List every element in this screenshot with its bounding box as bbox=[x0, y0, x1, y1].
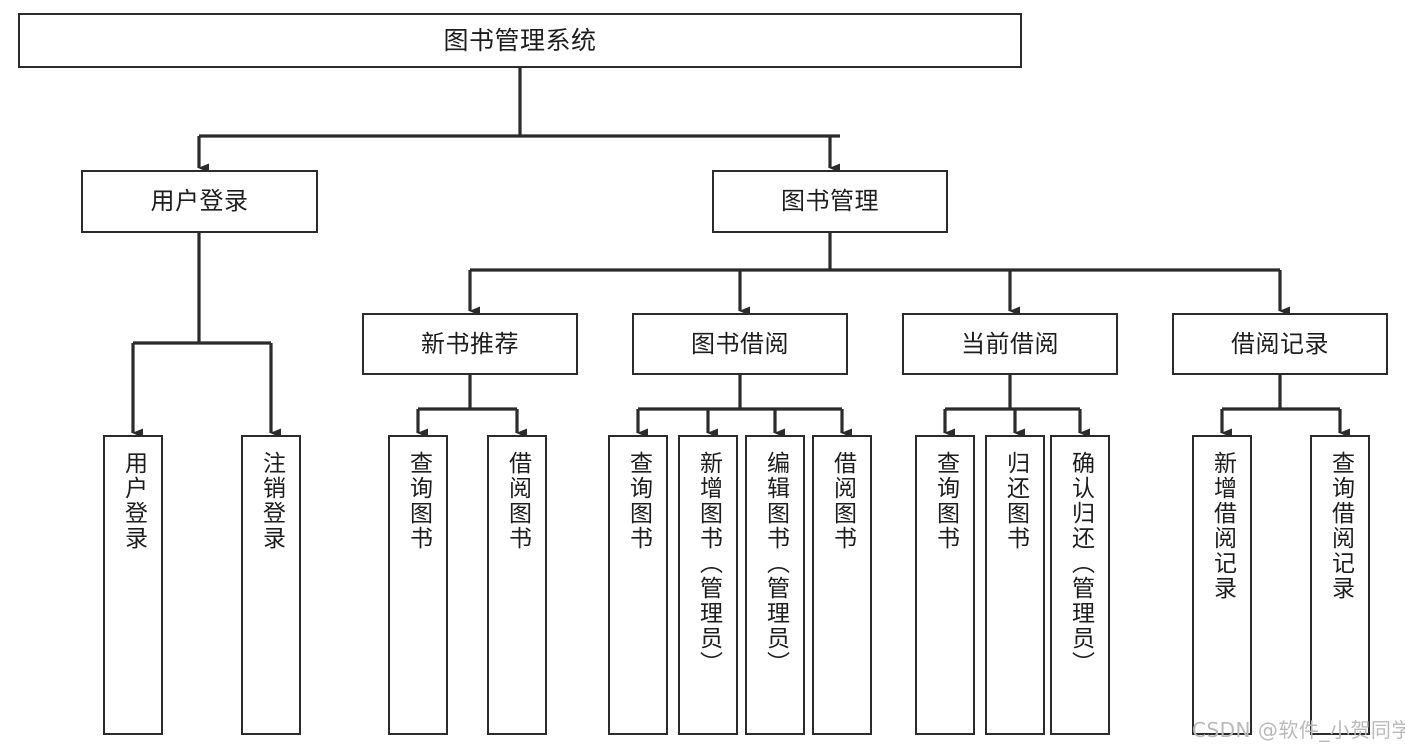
leaf-query-borrow-record[interactable]: 查询借阅记录 bbox=[1310, 435, 1370, 735]
leaf-query-borrow-record-label: 查询借阅记录 bbox=[1327, 451, 1354, 601]
leaf-edit-book-admin[interactable]: 编辑图书（管理员） bbox=[745, 435, 805, 735]
leaf-add-borrow-record-label: 新增借阅记录 bbox=[1209, 451, 1236, 601]
csdn-watermark: CSDN @软件_小贺同学 bbox=[1192, 718, 1405, 742]
node-book-borrow-label: 图书借阅 bbox=[691, 329, 789, 358]
leaf-query-book-rec[interactable]: 查询图书 bbox=[388, 435, 448, 735]
leaf-add-book-admin[interactable]: 新增图书（管理员） bbox=[678, 435, 738, 735]
node-current-borrow-label: 当前借阅 bbox=[961, 329, 1059, 358]
node-user-login-label: 用户登录 bbox=[150, 187, 249, 216]
leaf-logout-login-label: 注销登录 bbox=[258, 451, 285, 551]
node-book-borrow[interactable]: 图书借阅 bbox=[632, 313, 848, 375]
node-current-borrow[interactable]: 当前借阅 bbox=[902, 313, 1118, 375]
leaf-borrow-book[interactable]: 借阅图书 bbox=[812, 435, 872, 735]
leaf-query-book-current[interactable]: 查询图书 bbox=[915, 435, 975, 735]
leaf-add-book-admin-label: 新增图书（管理员） bbox=[695, 451, 722, 676]
leaf-user-login-label: 用户登录 bbox=[120, 451, 147, 551]
leaf-query-book-current-label: 查询图书 bbox=[932, 451, 959, 551]
node-borrow-record[interactable]: 借阅记录 bbox=[1172, 313, 1388, 375]
node-user-login[interactable]: 用户登录 bbox=[81, 170, 318, 233]
node-new-book-recommend[interactable]: 新书推荐 bbox=[362, 313, 578, 375]
leaf-return-book-label: 归还图书 bbox=[1002, 451, 1029, 551]
node-book-management[interactable]: 图书管理 bbox=[712, 170, 948, 233]
node-book-management-label: 图书管理 bbox=[781, 187, 879, 216]
leaf-query-book-borrow[interactable]: 查询图书 bbox=[608, 435, 668, 735]
leaf-user-login[interactable]: 用户登录 bbox=[103, 435, 163, 735]
leaf-query-book-rec-label: 查询图书 bbox=[405, 451, 432, 551]
leaf-borrow-book-rec-label: 借阅图书 bbox=[504, 451, 531, 551]
node-borrow-record-label: 借阅记录 bbox=[1231, 329, 1329, 358]
leaf-borrow-book-rec[interactable]: 借阅图书 bbox=[487, 435, 547, 735]
node-new-book-recommend-label: 新书推荐 bbox=[421, 329, 519, 358]
leaf-borrow-book-label: 借阅图书 bbox=[829, 451, 856, 551]
leaf-query-book-borrow-label: 查询图书 bbox=[625, 451, 652, 551]
leaf-add-borrow-record[interactable]: 新增借阅记录 bbox=[1192, 435, 1252, 735]
node-root[interactable]: 图书管理系统 bbox=[18, 13, 1022, 68]
node-root-label: 图书管理系统 bbox=[443, 25, 597, 55]
leaf-return-book[interactable]: 归还图书 bbox=[985, 435, 1045, 735]
leaf-confirm-return-admin[interactable]: 确认归还（管理员） bbox=[1050, 435, 1110, 735]
leaf-edit-book-admin-label: 编辑图书（管理员） bbox=[762, 451, 789, 676]
leaf-logout-login[interactable]: 注销登录 bbox=[241, 435, 301, 735]
leaf-confirm-return-admin-label: 确认归还（管理员） bbox=[1067, 451, 1094, 676]
